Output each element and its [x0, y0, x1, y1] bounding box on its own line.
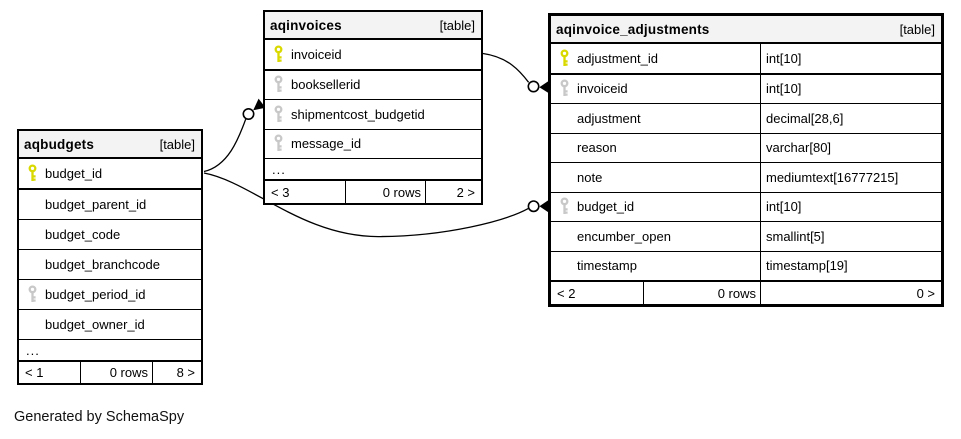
fk-edge-budget-id — [203, 172, 549, 238]
table-name: aqinvoices — [270, 17, 342, 33]
column-row-booksellerid: booksellerid — [265, 68, 481, 100]
children-count: 8 > — [152, 362, 201, 383]
cardinality-circle-icon — [527, 200, 540, 213]
column-row-timestamp: timestamp timestamp[19] — [551, 250, 941, 280]
column-row-budget-parent-id: budget_parent_id — [19, 188, 201, 219]
table-aqbudgets[interactable]: aqbudgets [table] budget_id budget_paren… — [17, 129, 203, 385]
fk-edge-shipmentcost-budgetid — [203, 98, 266, 173]
column-type: smallint[5] — [760, 222, 941, 251]
row-count: 0 rows — [643, 282, 760, 304]
crow-arrow-icon — [539, 80, 550, 94]
column-row-budget-period-id: budget_period_id — [19, 279, 201, 309]
parents-count: < 1 — [25, 365, 44, 380]
column-row-budget-branchcode: budget_branchcode — [19, 249, 201, 279]
column-type: int[10] — [760, 192, 941, 221]
table-footer: < 3 0 rows 2 > — [265, 179, 481, 203]
children-count: 0 > — [760, 282, 941, 304]
column-name: budget_code — [45, 227, 121, 242]
column-row-adjustment: adjustment decimal[28,6] — [551, 103, 941, 133]
column-row-budget-id: budget_id int[10] — [551, 191, 941, 221]
column-name: booksellerid — [291, 77, 361, 93]
crow-arrow-icon — [539, 199, 549, 213]
column-type: timestamp[19] — [760, 251, 941, 280]
generator-note: Generated by SchemaSpy — [14, 409, 185, 425]
table-footer: < 2 0 rows 0 > — [551, 280, 941, 304]
column-name: adjustment — [577, 110, 641, 126]
table-header[interactable]: aqbudgets [table] — [19, 131, 201, 159]
foreign-key-icon — [273, 105, 284, 124]
primary-key-icon — [27, 164, 38, 183]
parents-count: < 2 — [557, 285, 576, 301]
column-type: decimal[28,6] — [760, 104, 941, 133]
crow-arrow-icon — [253, 98, 266, 111]
table-name: aqinvoice_adjustments — [556, 21, 710, 37]
column-name: budget_branchcode — [45, 257, 160, 272]
column-row-note: note mediumtext[16777215] — [551, 162, 941, 192]
column-name: encumber_open — [577, 228, 671, 244]
foreign-key-icon — [559, 79, 570, 98]
table-type-badge: [table] — [439, 17, 475, 33]
column-name: reason — [577, 140, 617, 156]
fk-edge-invoiceid — [482, 52, 550, 94]
column-row-budget-id: budget_id — [19, 159, 201, 188]
column-row-message-id: message_id — [265, 128, 481, 159]
column-row-invoiceid: invoiceid — [265, 40, 481, 69]
table-name: aqbudgets — [24, 136, 95, 152]
children-count: 2 > — [425, 181, 481, 203]
column-name: budget_owner_id — [45, 317, 145, 332]
column-name: budget_id — [45, 166, 103, 181]
row-count: 0 rows — [345, 181, 425, 203]
foreign-key-icon — [27, 285, 38, 304]
primary-key-icon — [559, 49, 570, 68]
table-type-badge: [table] — [159, 136, 195, 152]
foreign-key-icon — [273, 134, 284, 153]
column-row-budget-owner-id: budget_owner_id — [19, 309, 201, 339]
column-row-encumber-open: encumber_open smallint[5] — [551, 221, 941, 251]
table-aqinvoices[interactable]: aqinvoices [table] invoiceid bookselleri… — [263, 10, 483, 205]
column-row-adjustment-id: adjustment_id int[10] — [551, 44, 941, 73]
column-type: mediumtext[16777215] — [760, 163, 941, 192]
column-name: budget_id — [577, 199, 635, 215]
column-type: int[10] — [760, 74, 941, 103]
column-name: note — [577, 169, 603, 185]
foreign-key-icon — [559, 197, 570, 216]
column-name: message_id — [291, 136, 362, 152]
truncated-columns-indicator: ... — [19, 339, 201, 360]
foreign-key-icon — [273, 75, 284, 94]
table-aqinvoice-adjustments[interactable]: aqinvoice_adjustments [table] adjustment… — [548, 13, 944, 307]
column-row-budget-code: budget_code — [19, 219, 201, 249]
row-count: 0 rows — [80, 362, 152, 383]
column-row-shipmentcost-budgetid: shipmentcost_budgetid — [265, 99, 481, 129]
table-header[interactable]: aqinvoices [table] — [265, 12, 481, 40]
column-name: invoiceid — [291, 46, 342, 62]
cardinality-circle-icon — [242, 108, 255, 121]
parents-count: < 3 — [271, 184, 290, 200]
cardinality-circle-icon — [527, 80, 540, 93]
column-type: varchar[80] — [760, 133, 941, 162]
truncated-columns-indicator: ... — [265, 158, 481, 179]
column-name: adjustment_id — [577, 50, 658, 66]
table-footer: < 1 0 rows 8 > — [19, 360, 201, 383]
table-type-badge: [table] — [899, 21, 935, 37]
column-name: budget_period_id — [45, 287, 146, 302]
column-row-invoiceid: invoiceid int[10] — [551, 72, 941, 103]
column-name: invoiceid — [577, 81, 628, 97]
column-name: shipmentcost_budgetid — [291, 106, 425, 122]
primary-key-icon — [273, 45, 284, 64]
column-row-reason: reason varchar[80] — [551, 132, 941, 162]
column-type: int[10] — [760, 44, 941, 73]
column-name: timestamp — [577, 258, 637, 274]
column-name: budget_parent_id — [45, 197, 147, 212]
table-header[interactable]: aqinvoice_adjustments [table] — [551, 16, 941, 44]
